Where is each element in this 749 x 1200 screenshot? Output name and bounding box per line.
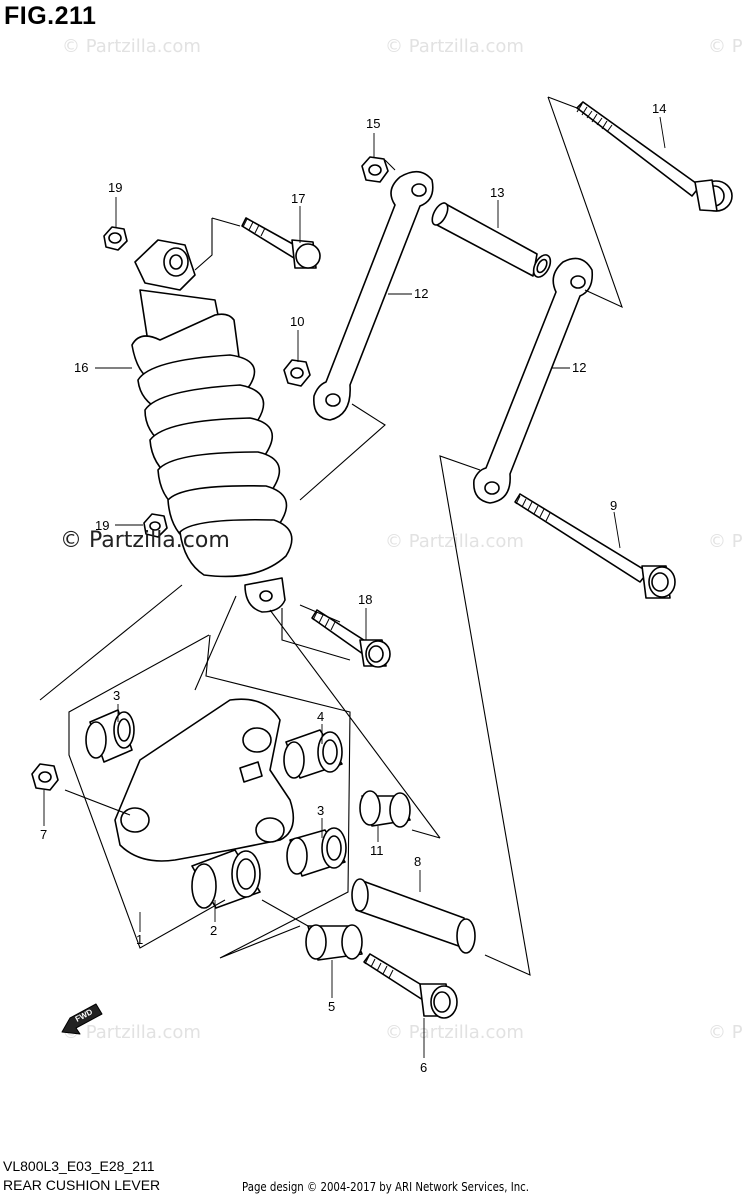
- guide-line: [299, 403, 386, 501]
- callout-label: 13: [490, 185, 504, 200]
- callout-label: 15: [366, 116, 380, 131]
- callout-label: 19: [108, 180, 122, 195]
- callout-label: 6: [420, 1060, 427, 1075]
- callout-label: 8: [414, 854, 421, 869]
- callout-label: 9: [610, 498, 617, 513]
- bearing-3-left: [85, 709, 135, 763]
- nut-7: [31, 763, 59, 791]
- collar-11: [359, 790, 411, 828]
- link-12-left: [313, 170, 434, 421]
- callout-label: 3: [113, 688, 120, 703]
- credit-text: Page design © 2004-2017 by ARI Network S…: [242, 1180, 530, 1194]
- guide-line: [261, 899, 309, 927]
- guide-line: [211, 217, 241, 227]
- guide-line: [269, 609, 441, 839]
- collar-8: [351, 878, 476, 954]
- bolt-9: [514, 493, 676, 599]
- bearing-4: [283, 729, 343, 779]
- callout-label: 11: [370, 843, 384, 858]
- bolt-14: [576, 101, 733, 212]
- figure-title: FIG.211: [4, 2, 97, 30]
- collar-13: [431, 202, 552, 278]
- watermark: © P: [708, 1022, 743, 1043]
- guide-line: [439, 455, 531, 976]
- watermark-dark: © Partzilla.com: [60, 528, 230, 553]
- callout-label: 16: [74, 360, 88, 375]
- bolt-17: [241, 217, 321, 269]
- callout-label: 3: [317, 803, 324, 818]
- shock-absorber-16: [131, 239, 293, 613]
- watermark: © Partzilla.com: [62, 36, 201, 57]
- callout-label: 17: [291, 191, 305, 206]
- callout-label: 12: [572, 360, 586, 375]
- bolt-6: [363, 953, 458, 1019]
- cushion-lever-1: [114, 698, 295, 862]
- nut-19-lower: [143, 513, 168, 538]
- guide-line: [547, 96, 623, 309]
- guide-line: [68, 634, 226, 949]
- guide-line: [384, 159, 396, 171]
- callout-label: 12: [414, 286, 428, 301]
- guide-line: [194, 218, 213, 271]
- link-12-right: [473, 257, 594, 504]
- callout-label: 4: [317, 709, 324, 724]
- callout-label: 7: [40, 827, 47, 842]
- guide-line: [39, 584, 183, 701]
- bearing-3-right: [286, 827, 347, 877]
- guide-line: [299, 604, 341, 623]
- nut-15: [361, 156, 389, 183]
- callout-label: 1: [136, 932, 143, 947]
- callout-label: 14: [652, 101, 666, 116]
- nut-19-top: [103, 226, 128, 251]
- callout-label: 18: [358, 592, 372, 607]
- watermark: © Partzilla.com: [62, 1022, 201, 1043]
- diagram-title: REAR CUSHION LEVER: [3, 1177, 161, 1193]
- guide-line: [194, 595, 237, 691]
- bolt-18: [311, 609, 391, 668]
- model-code: VL800L3_E03_E28_211: [3, 1158, 155, 1174]
- callout-label: 10: [290, 314, 304, 329]
- nut-10: [283, 359, 311, 387]
- collar-5: [305, 924, 363, 961]
- callout-label: 2: [210, 923, 217, 938]
- fwd-arrow-icon: [61, 1003, 103, 1035]
- callout-label: 19: [95, 518, 109, 533]
- bearing-2: [191, 849, 261, 909]
- guide-line: [547, 96, 578, 109]
- guide-line: [281, 608, 351, 661]
- watermark: © P: [708, 531, 743, 552]
- callout-label: 5: [328, 999, 335, 1014]
- guide-line: [205, 634, 351, 959]
- guide-line: [64, 789, 131, 816]
- watermark: © P: [708, 36, 743, 57]
- guide-line: [411, 829, 441, 839]
- watermark: © Partzilla.com: [385, 36, 524, 57]
- watermark: © Partzilla.com: [385, 1022, 524, 1043]
